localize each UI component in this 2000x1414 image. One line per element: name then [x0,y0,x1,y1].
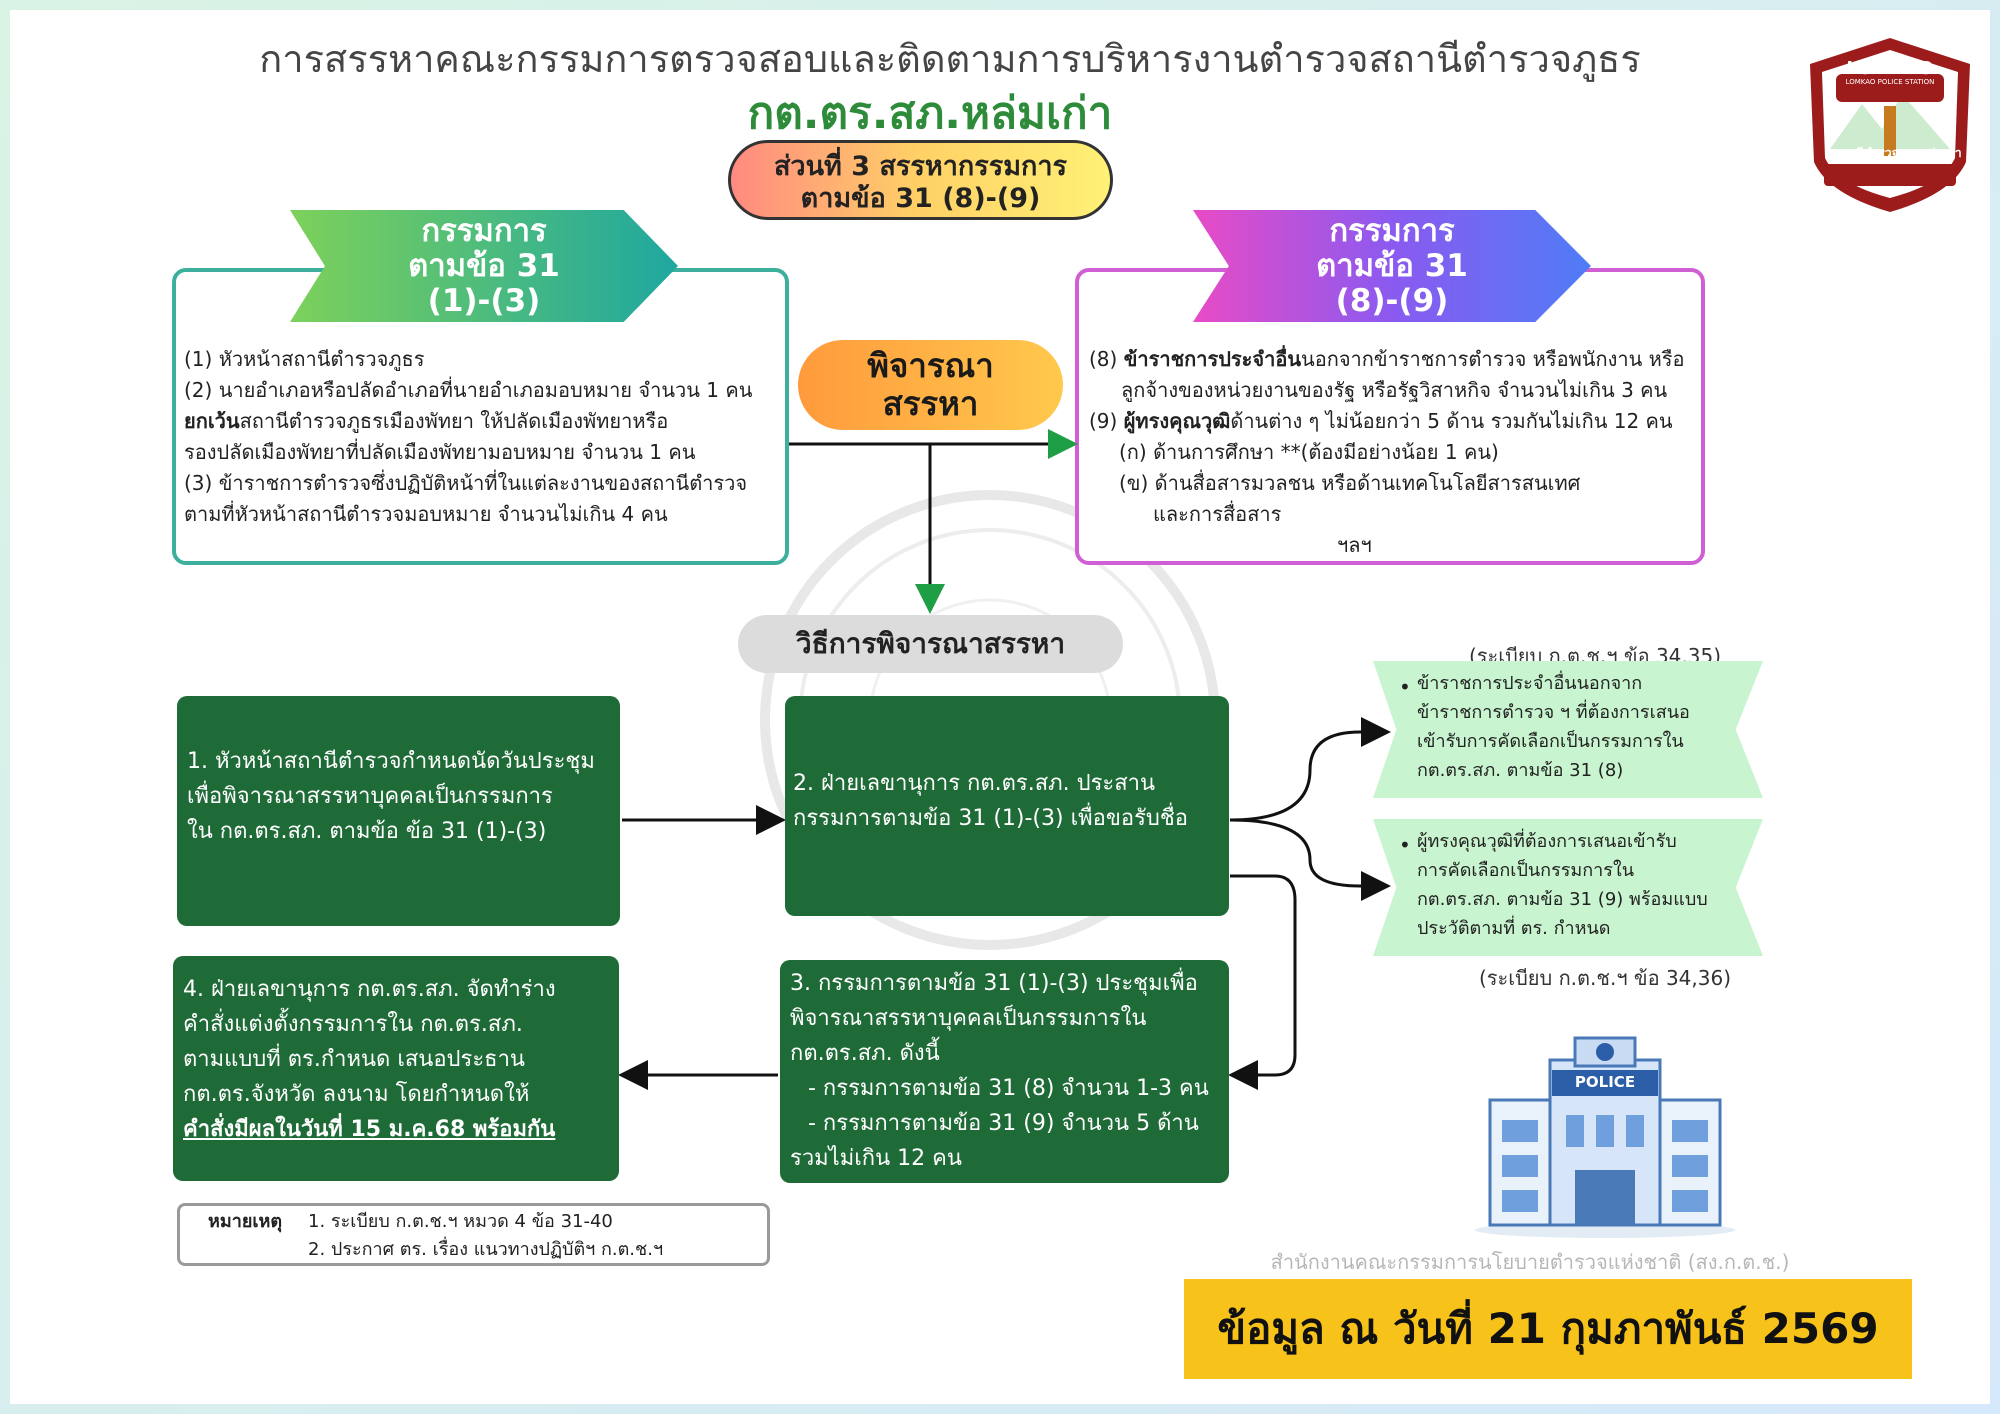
step-line: 1. หัวหน้าสถานีตำรวจกำหนดนัดวันประชุม [187,749,595,774]
info-banner-item-9: • ผู้ทรงคุณวุฒิที่ต้องการเสนอเข้ารับ การ… [1373,819,1763,956]
step-1-box: 1. หัวหน้าสถานีตำรวจกำหนดนัดวันประชุม เพ… [177,696,620,926]
section-pill-line1: ส่วนที่ 3 สรรหากรรมการ [773,151,1068,182]
step-line: เพื่อพิจารณาสรรหาบุคคลเป็นกรรมการ [187,784,553,809]
step-line: 2. ฝ่ายเลขานุการ กต.ตร.สภ. ประสาน [793,771,1156,796]
main-title: การสรรหาคณะกรรมการตรวจสอบและติดตามการบริ… [259,37,1641,81]
banner-line: ข้าราชการตำรวจ ฯ ที่ต้องการเสนอ [1417,702,1690,723]
list-item-text: นอกจากข้าราชการตำรวจ หรือพนักงาน หรือ [1301,347,1685,371]
consider-select-pill: พิจารณา สรรหา [798,340,1063,430]
banner-line: ตามข้อ 31 [1316,248,1468,284]
banner-line: การคัดเลือกเป็นกรรมการใน [1417,860,1635,881]
step-2-box: 2. ฝ่ายเลขานุการ กต.ตร.สภ. ประสาน กรรมกา… [785,696,1229,916]
logo-subtext: LOMKAO POLICE STATION [1845,78,1935,86]
info-banner-item-8: • ข้าราชการประจำอื่นนอกจาก ข้าราชการตำรว… [1373,661,1763,798]
banner-line: เข้ารับการคัดเลือกเป็นกรรมการใน [1417,731,1684,752]
list-item: (ก) ด้านการศึกษา **(ต้องมีอย่างน้อย 1 คน… [1119,440,1499,464]
list-item: (2) นายอำเภอหรือปลัดอำเภอที่นายอำเภอมอบห… [184,378,753,402]
police-station-icon [1475,1036,1735,1238]
logo-thai-text: สถานีตำรวจภูธรหล่มเก่า [1834,146,1962,160]
step-line: - กรรมการตามข้อ 31 (8) จำนวน 1-3 คน [808,1076,1209,1101]
banner-line: ข้าราชการประจำอื่นนอกจาก [1417,673,1643,694]
police-sign-text: POLICE [1574,1073,1636,1091]
banner-line: ผู้ทรงคุณวุฒิที่ต้องการเสนอเข้ารับ [1417,831,1677,852]
committee-1-3-banner: กรรมการ ตามข้อ 31 (1)-(3) [290,210,678,322]
step-line: คำสั่งแต่งตั้งกรรมการใน กต.ตร.สภ. [183,1012,523,1037]
police-station-logo [1810,38,1970,212]
list-item: และการสื่อสาร [1153,502,1282,526]
list-item: (9) ผู้ทรงคุณวุฒิด้านต่าง ๆ ไม่น้อยกว่า … [1089,406,1701,437]
list-item: (ข) ด้านสื่อสารมวลชน หรือด้านเทคโนโลยีสา… [1119,471,1581,495]
list-item-text: (8) [1089,347,1124,371]
infographic-canvas: การสรรหาคณะกรรมการตรวจสอบและติดตามการบริ… [10,10,1990,1404]
data-date-box: ข้อมูล ณ วันที่ 21 กุมภาพันธ์ 2569 [1184,1279,1912,1379]
list-item-emphasis: ยกเว้น [184,409,240,433]
arrow-step2-to-banner1 [1229,717,1391,822]
list-item-text: (9) [1089,409,1124,433]
section-pill-line2: ตามข้อ 31 (8)-(9) [800,183,1041,214]
list-item: (8) ข้าราชการประจำอื่นนอกจากข้าราชการตำร… [1089,344,1701,375]
list-item-emphasis: ผู้ทรงคุณวุฒิ [1123,409,1231,433]
flow-connectors [618,429,1391,1090]
list-item: ฯลฯ [1337,533,1372,557]
office-name: สำนักงานคณะกรรมการนโยบายตำรวจแห่งชาติ (ส… [1270,1250,1790,1274]
step-line: ตามแบบที่ ตร.กำหนด เสนอประธาน [183,1047,525,1072]
bullet-icon: • [1399,675,1411,699]
method-heading: วิธีการพิจารณาสรรหา [738,615,1123,673]
consider-line: สรรหา [882,384,979,423]
step-line: รวมไม่เกิน 12 คน [790,1146,962,1171]
step-4-box: 4. ฝ่ายเลขานุการ กต.ตร.สภ. จัดทำร่าง คำส… [173,956,619,1181]
list-item: ลูกจ้างของหน่วยงานของรัฐ หรือรัฐวิสาหกิจ… [1121,378,1668,402]
step-line: 3. กรรมการตามข้อ 31 (1)-(3) ประชุมเพื่อ [790,971,1198,996]
step-line: กรรมการตามข้อ 31 (1)-(3) เพื่อขอรับชื่อ [793,806,1188,831]
section-pill: ส่วนที่ 3 สรรหากรรมการ ตามข้อ 31 (8)-(9) [728,140,1113,220]
regulation-ref-bottom: (ระเบียบ ก.ต.ช.ฯ ข้อ 34,36) [1478,966,1732,990]
committee-1-3-list: (1) หัวหน้าสถานีตำรวจภูธร (2) นายอำเภอหร… [184,344,784,530]
banner-line: ตามข้อ 31 [408,248,560,284]
banner-line: กต.ตร.สภ. ตามข้อ 31 (8) [1417,760,1624,781]
list-item-text: ด้านต่าง ๆ ไม่น้อยกว่า 5 ด้าน รวมกันไม่เ… [1230,409,1673,433]
step-line: กต.ตร.สภ. ดังนี้ [790,1041,940,1066]
remarks-text: 2. ประกาศ ตร. เรื่อง แนวทางปฏิบัติฯ ก.ต.… [308,1239,664,1260]
committee-8-9-banner: กรรมการ ตามข้อ 31 (8)-(9) [1193,210,1591,322]
arrow-step2-to-banner2 [1229,818,1391,901]
main-subtitle: กต.ตร.สภ.หล่มเก่า [747,88,1113,139]
step-line: 4. ฝ่ายเลขานุการ กต.ตร.สภ. จัดทำร่าง [183,977,556,1002]
list-item-emphasis: ข้าราชการประจำอื่น [1123,347,1302,371]
step-line-emphasis: คำสั่งมีผลในวันที่ 15 ม.ค.68 พร้อมกัน [183,1117,556,1142]
logo-text: LOMKAO [1846,58,1934,79]
consider-line: พิจารณา [867,346,994,385]
banner-line: กรรมการ [421,213,547,249]
banner-line: (1)-(3) [427,283,541,319]
remarks-text: 1. ระเบียบ ก.ต.ช.ฯ หมวด 4 ข้อ 31-40 [308,1211,613,1232]
step-line: ใน กต.ตร.สภ. ตามข้อ ข้อ 31 (1)-(3) [187,819,547,844]
list-item: รองปลัดเมืองพัทยาที่ปลัดเมืองพัทยามอบหมา… [184,440,696,464]
arrow-step2-to-step3 [1228,874,1297,1090]
step-line: - กรรมการตามข้อ 31 (9) จำนวน 5 ด้าน [808,1111,1199,1136]
remarks-box: หมายเหตุ 1. ระเบียบ ก.ต.ช.ฯ หมวด 4 ข้อ 31… [177,1203,770,1266]
committee-8-9-list: (8) ข้าราชการประจำอื่นนอกจากข้าราชการตำร… [1089,344,1701,561]
remarks-label: หมายเหตุ [208,1211,283,1232]
banner-line: กต.ตร.สภ. ตามข้อ 31 (9) พร้อมแบบ [1417,889,1708,910]
list-item: ตามที่หัวหน้าสถานีตำรวจมอบหมาย จำนวนไม่เ… [184,502,668,526]
bullet-icon: • [1399,833,1411,857]
step-line: พิจารณาสรรหาบุคคลเป็นกรรมการใน [790,1006,1147,1031]
banner-line: ประวัติตามที่ ตร. กำหนด [1417,918,1611,939]
list-item: (3) ข้าราชการตำรวจซึ่งปฏิบัติหน้าที่ในแต… [184,471,748,495]
remarks-line: หมายเหตุ 1. ระเบียบ ก.ต.ช.ฯ หมวด 4 ข้อ 31… [208,1208,767,1236]
list-item-text: สถานีตำรวจภูธรเมืองพัทยา ให้ปลัดเมืองพัท… [239,409,669,433]
list-item: (1) หัวหน้าสถานีตำรวจภูธร [184,347,425,371]
banner-line: กรรมการ [1329,213,1455,249]
step-3-box: 3. กรรมการตามข้อ 31 (1)-(3) ประชุมเพื่อ … [780,960,1229,1183]
list-item: ยกเว้นสถานีตำรวจภูธรเมืองพัทยา ให้ปลัดเม… [184,406,784,437]
banner-line: (8)-(9) [1335,283,1449,319]
step-line: กต.ตร.จังหวัด ลงนาม โดยกำหนดให้ [183,1082,530,1107]
